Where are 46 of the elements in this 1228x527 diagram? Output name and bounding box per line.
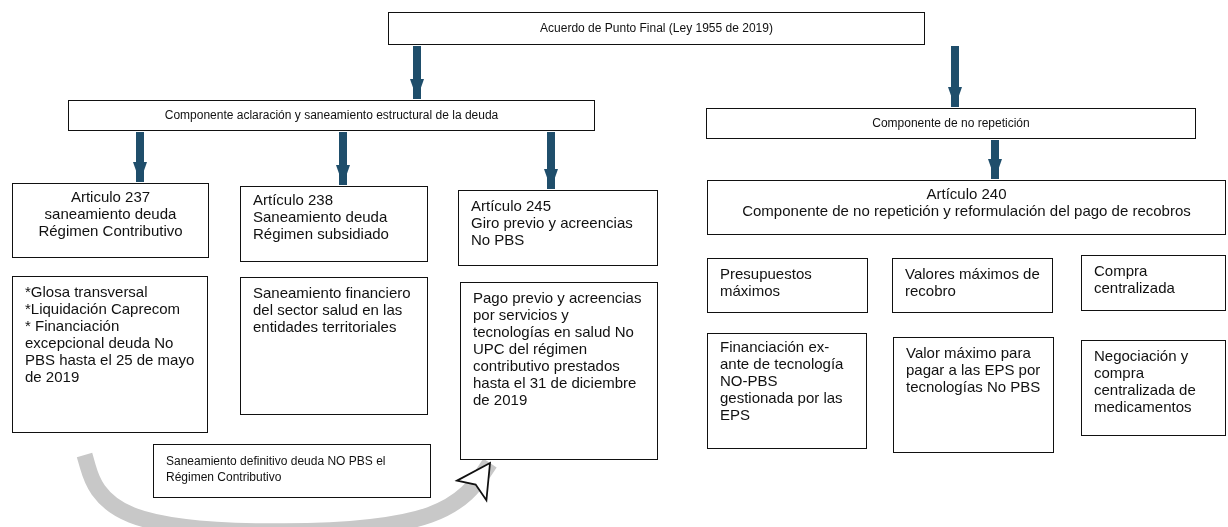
text-box bbox=[1081, 255, 1226, 311]
curved-arrow bbox=[76, 452, 497, 527]
text-box bbox=[153, 444, 431, 498]
box-text: Saneamiento definitivo deuda NO PBS el Régimen Contributivo bbox=[166, 453, 387, 485]
box-text: Saneamiento financiero del sector salud en las entidades territoriales bbox=[253, 284, 412, 335]
text-box bbox=[892, 258, 1053, 313]
box-text: *Liquidación Caprecom bbox=[25, 300, 182, 317]
box-text: Componente de no repetición y reformulación del pago de recobros bbox=[741, 202, 1192, 219]
text-box bbox=[68, 100, 595, 131]
box-text: Valor máximo para pagar a las EPS por tecnologías No PBS bbox=[906, 344, 1041, 395]
text-box bbox=[707, 180, 1226, 235]
block-arrow bbox=[988, 140, 1002, 179]
box-text: Valores máximos de recobro bbox=[905, 265, 1040, 299]
box-text: Compra centralizada bbox=[1094, 262, 1176, 296]
text-box bbox=[707, 258, 868, 313]
heading-text: Artículo 245 bbox=[471, 197, 553, 214]
block-arrow bbox=[544, 132, 558, 189]
text-box bbox=[458, 190, 658, 266]
box-text: Financiación ex-ante de tecnología NO-PBS gestionada por las EPS bbox=[720, 338, 845, 423]
box-text: Componente aclaración y saneamiento estructural de la deuda bbox=[163, 107, 500, 123]
box-text: Negociación y compra centralizada de medicamentos bbox=[1094, 347, 1197, 415]
text-box bbox=[12, 276, 208, 433]
text-box bbox=[12, 183, 209, 258]
block-arrow bbox=[133, 132, 147, 182]
heading-text: Artículo 240 bbox=[925, 185, 1008, 202]
text-box bbox=[707, 333, 867, 449]
box-text: Giro previo y acreencias No PBS bbox=[471, 214, 634, 248]
box-text: *Glosa transversal bbox=[25, 283, 149, 300]
box-text: * Financiación excepcional deuda No PBS hasta el 25 de mayo de 2019 bbox=[25, 317, 195, 385]
text-box bbox=[460, 282, 658, 460]
block-arrow bbox=[336, 132, 350, 185]
box-text: Acuerdo de Punto Final (Ley 1955 de 2019) bbox=[539, 20, 774, 36]
box-text: Componente de no repetición bbox=[871, 115, 1031, 131]
box-text: saneamiento deuda Régimen Contributivo bbox=[37, 205, 184, 239]
heading-text: Articulo 237 bbox=[69, 188, 152, 205]
box-text: Saneamiento deuda Régimen subsidiado bbox=[253, 208, 390, 242]
text-box bbox=[893, 337, 1054, 453]
box-text: Presupuestos máximos bbox=[720, 265, 813, 299]
box-text: Pago previo y acreencias por servicios y tecnologías en salud No UPC del régimen contributivo prestados hasta el 31 de diciembre de 2019 bbox=[473, 289, 643, 408]
text-box bbox=[1081, 340, 1226, 436]
text-box bbox=[706, 108, 1196, 139]
text-box bbox=[388, 12, 925, 45]
heading-text: Artículo 238 bbox=[253, 191, 335, 208]
block-arrow bbox=[410, 46, 424, 99]
text-box bbox=[240, 277, 428, 415]
text-box bbox=[240, 186, 428, 262]
